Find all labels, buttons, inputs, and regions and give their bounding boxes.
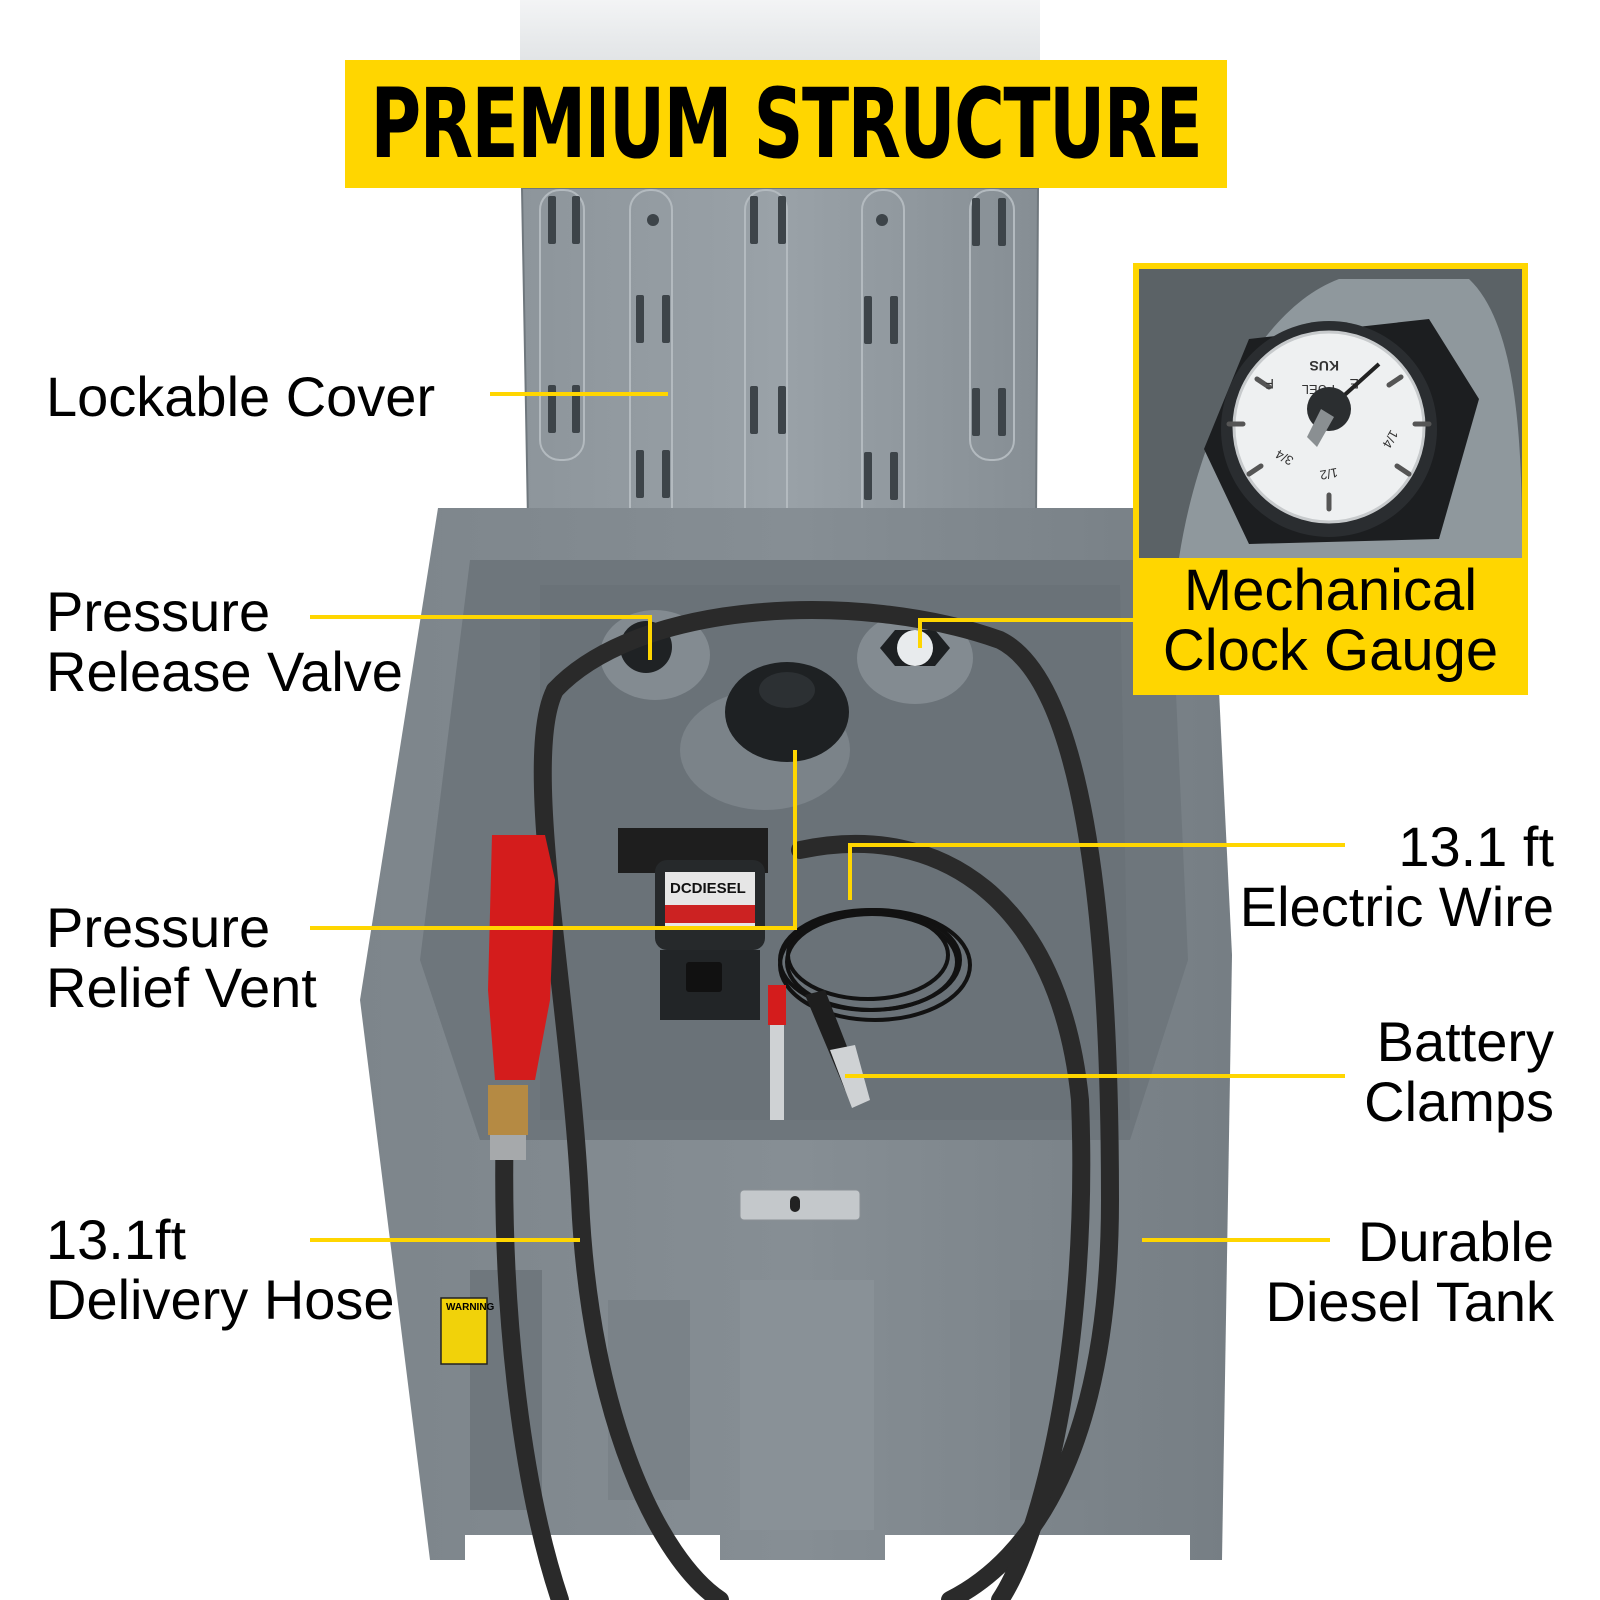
- callout-pressure-relief-vent: Pressure Relief Vent: [46, 898, 317, 1018]
- electric-wire-coil: [778, 908, 972, 1022]
- callout-electric-wire: 13.1 ft Electric Wire: [1240, 817, 1554, 937]
- callout-line-1: 13.1ft: [46, 1208, 187, 1271]
- leader-clock-gauge: [918, 618, 1133, 648]
- fuel-nozzle: [488, 835, 555, 1160]
- gauge-inset: KUS FUEL F E 1/4 1/2 3/4 Mechanical Cloc…: [1133, 263, 1528, 695]
- delivery-hose: [495, 601, 1120, 1600]
- pump-brand-text: DCDIESEL: [670, 880, 746, 897]
- callout-line-1: 13.1 ft: [1398, 815, 1554, 878]
- leader-pressure-relief-vent: [310, 750, 797, 930]
- callout-battery-clamps: Battery Clamps: [1364, 1012, 1554, 1132]
- callout-line-1: Battery: [1376, 1010, 1554, 1073]
- callout-line-2: Release Valve: [46, 640, 403, 703]
- callout-line-1: Pressure: [46, 580, 271, 643]
- callout-lockable-cover: Lockable Cover: [46, 365, 436, 428]
- callout-pressure-release-valve: Pressure Release Valve: [46, 582, 403, 702]
- callout-line-2: Delivery Hose: [46, 1268, 395, 1331]
- callout-delivery-hose: 13.1ft Delivery Hose: [46, 1210, 395, 1330]
- dial-brand-text: KUS: [1309, 358, 1339, 374]
- electric-pump: DCDIESEL: [618, 828, 768, 1020]
- leader-pressure-release-valve: [310, 615, 652, 660]
- callout-line-2: Relief Vent: [46, 956, 317, 1019]
- dial-mark-full: F: [1265, 376, 1274, 392]
- leader-electric-wire: [848, 843, 1345, 900]
- title-banner: PREMIUM STRUCTURE: [345, 60, 1227, 188]
- lid-top: [520, 0, 1040, 70]
- dial-mark-half: 1/2: [1319, 465, 1339, 483]
- callout-line-2: Diesel Tank: [1265, 1270, 1554, 1333]
- gauge-caption-line-2: Clock Gauge: [1162, 618, 1499, 683]
- callout-line-2: Electric Wire: [1239, 875, 1554, 938]
- clock-gauge-icon: KUS FUEL F E 1/4 1/2 3/4: [1139, 269, 1522, 558]
- gauge-caption: Mechanical Clock Gauge: [1133, 561, 1528, 681]
- callout-line-1: Durable: [1357, 1210, 1554, 1273]
- callout-line-1: Pressure: [46, 896, 271, 959]
- callout-line-2: Clamps: [1364, 1070, 1554, 1133]
- page-title: PREMIUM STRUCTURE: [370, 68, 1203, 180]
- gauge-closeup-image: KUS FUEL F E 1/4 1/2 3/4: [1139, 269, 1522, 558]
- callout-diesel-tank: Durable Diesel Tank: [1266, 1212, 1554, 1332]
- gauge-caption-line-1: Mechanical: [1183, 558, 1478, 623]
- warning-label-text: WARNING: [446, 1302, 495, 1313]
